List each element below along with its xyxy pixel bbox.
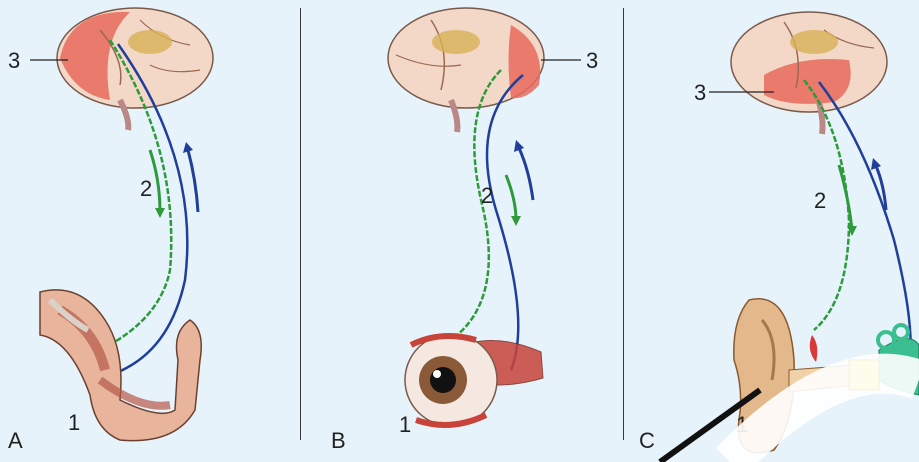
label-3: 3: [694, 82, 706, 104]
ear-illustration: [734, 299, 919, 453]
arm-illustration: [40, 290, 201, 441]
brain-illustration: [731, 12, 887, 134]
panel-a: 3 2 1 A: [0, 0, 300, 462]
panel-b-figure: [301, 0, 623, 462]
label-1: 1: [68, 412, 80, 434]
label-3: 3: [8, 50, 20, 72]
label-2: 2: [140, 178, 152, 200]
motor-arrow: [506, 175, 516, 220]
panel-letter: C: [639, 430, 655, 452]
panel-a-figure: [0, 0, 300, 462]
panel-b: 3 2 1 B: [301, 0, 623, 462]
sensory-arrow: [188, 150, 198, 212]
panel-c: 3 2 1 C: [624, 0, 919, 462]
label-3: 3: [586, 50, 598, 72]
panel-letter: A: [8, 430, 23, 452]
panel-c-figure: [624, 0, 919, 462]
eye-illustration: [405, 334, 543, 426]
panel-letter: B: [331, 430, 346, 452]
label-1: 1: [399, 414, 411, 436]
sensory-arrow: [519, 148, 533, 200]
brain-illustration: [388, 8, 544, 132]
label-2: 2: [481, 185, 493, 207]
sensory-pathway: [819, 82, 911, 360]
label-1: 1: [736, 414, 748, 436]
label-2: 2: [814, 190, 826, 212]
motor-arrow: [839, 165, 852, 230]
